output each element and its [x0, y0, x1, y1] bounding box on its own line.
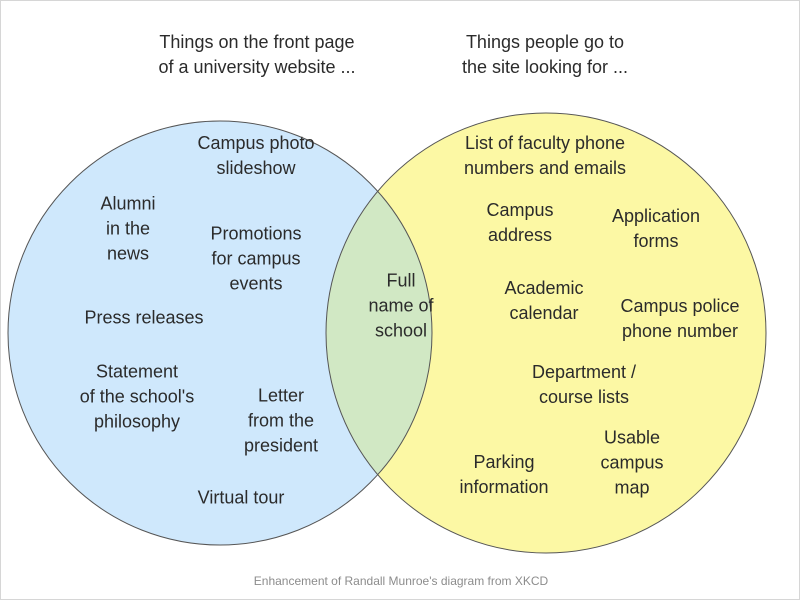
right-set-heading: Things people go to the site looking for… [461, 32, 629, 77]
item-full-name-of-school: Full name of school [368, 270, 434, 341]
item-usable-campus-map: Usable campus map [600, 427, 664, 498]
item-application-forms: Application forms [611, 206, 701, 251]
item-alumni-in-the-news: Alumni in the news [100, 193, 156, 264]
left-circle-outline [7, 120, 433, 546]
right-circle [326, 113, 766, 553]
item-department-course-lists: Department / course lists [531, 362, 637, 407]
item-letter-from-president: Letter from the president [243, 385, 319, 456]
left-set-heading: Things on the front page of a university… [158, 32, 356, 77]
item-faculty-contact-list: List of faculty phone numbers and emails [463, 133, 627, 178]
item-campus-police-phone: Campus police phone number [620, 296, 740, 341]
item-campus-photo-slideshow: Campus photo slideshow [197, 133, 315, 178]
item-virtual-tour: Virtual tour [197, 487, 285, 508]
item-academic-calendar: Academic calendar [504, 278, 584, 323]
item-statement-of-philosophy: Statement of the school's philosophy [79, 361, 195, 432]
item-promotions-for-campus-events: Promotions for campus events [210, 223, 302, 294]
credit-caption: Enhancement of Randall Munroe's diagram … [253, 574, 549, 588]
left-circle [8, 121, 432, 545]
right-circle-outline [325, 112, 767, 554]
item-parking-information: Parking information [459, 452, 549, 497]
item-campus-address: Campus address [486, 200, 554, 245]
item-press-releases: Press releases [84, 307, 204, 328]
